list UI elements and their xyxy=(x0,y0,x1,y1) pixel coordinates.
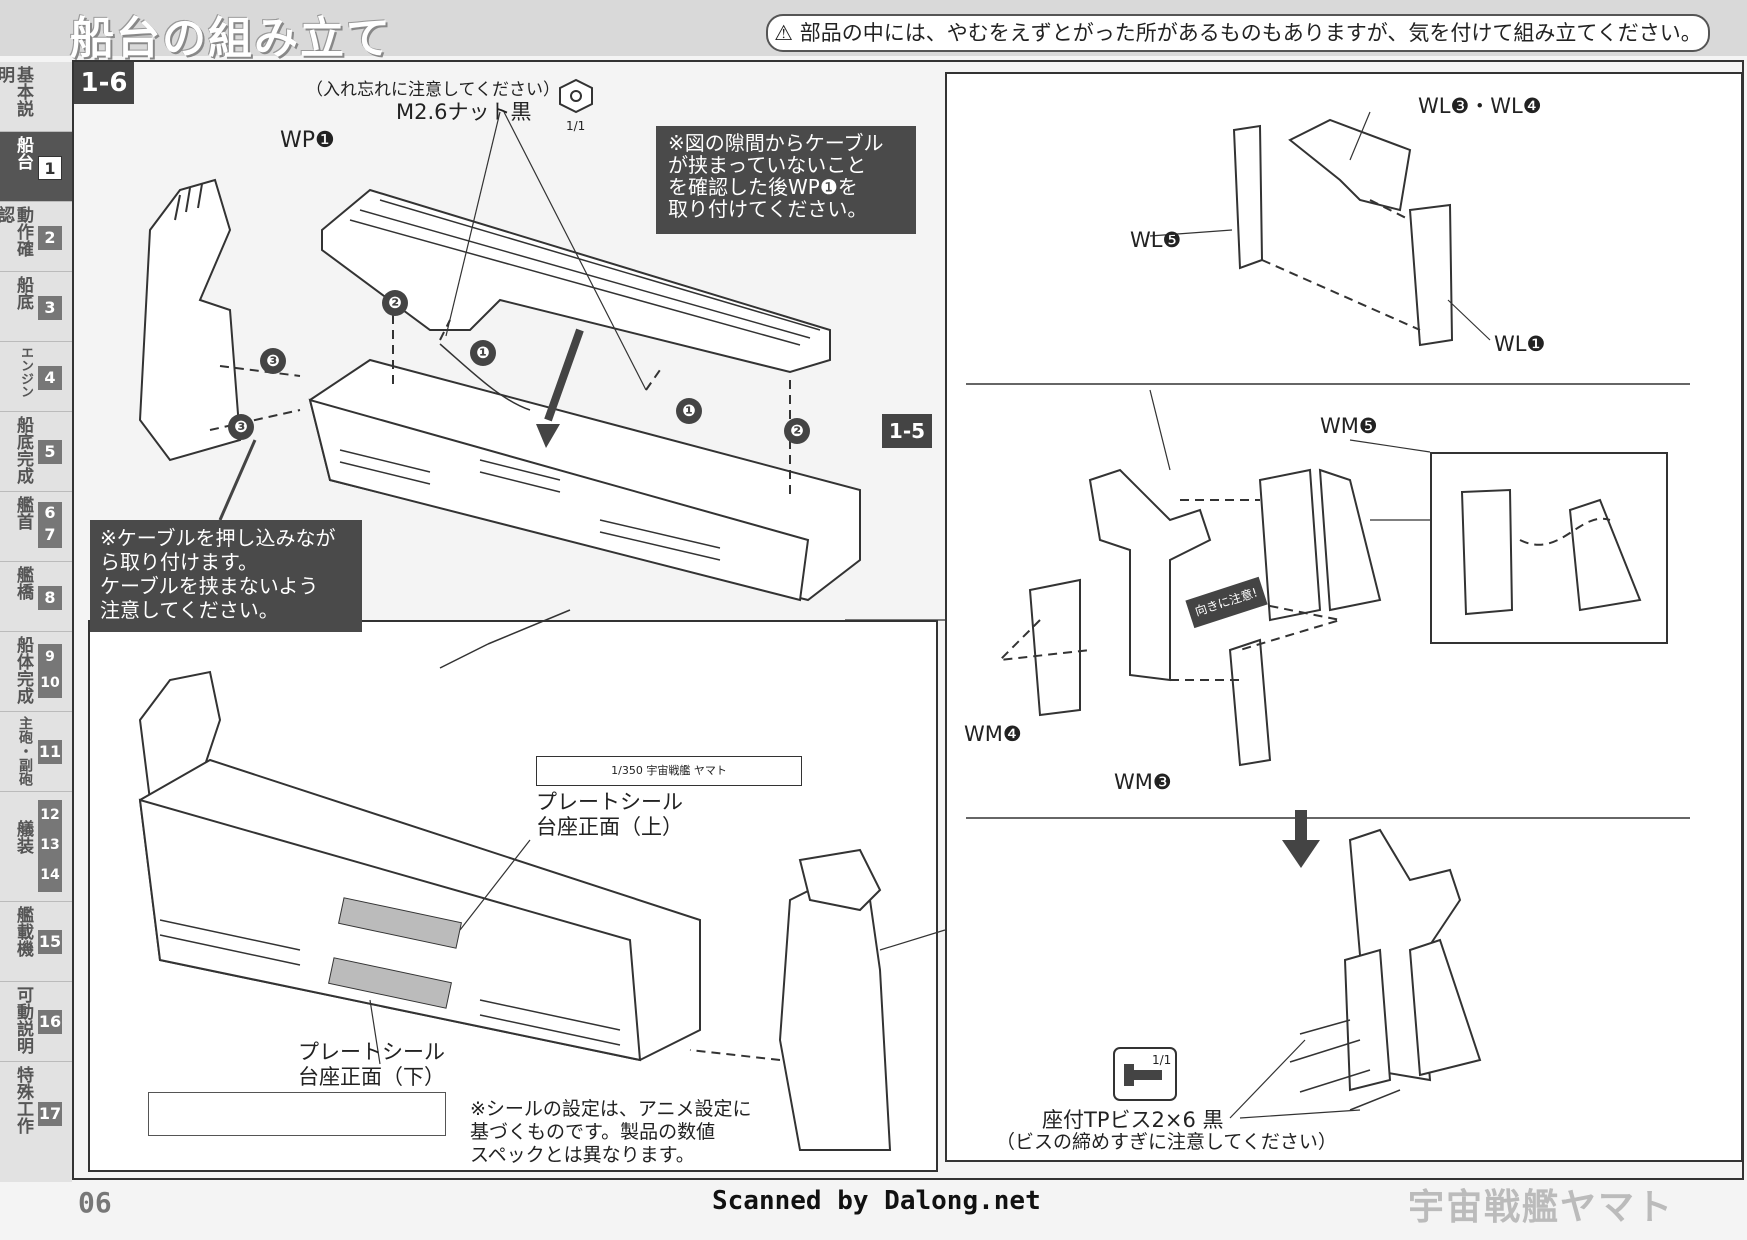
sidebar-item-number: 16 xyxy=(38,1010,62,1034)
sidebar-item-hull-bottom[interactable]: 船底 3 xyxy=(0,272,72,342)
sidebar-item-motion-check[interactable]: 動作確認 2 xyxy=(0,202,72,272)
wp-part-label: WP❶ xyxy=(280,128,335,153)
page-number: 06 xyxy=(78,1186,112,1219)
sidebar-item-number: 12 13 14 xyxy=(38,800,62,892)
step-number-tag: 1-6 xyxy=(74,62,134,104)
sidebar-item-hull-bottom-complete[interactable]: 船底完成 5 xyxy=(0,412,72,492)
sidebar-item-number: 8 xyxy=(38,586,62,610)
wl-3-4-label: WL❸・WL❹ xyxy=(1418,94,1542,118)
sidebar-item-movable[interactable]: 可動説明 16 xyxy=(0,982,72,1062)
warning-banner: ⚠ 部品の中には、やむをえずとがった所があるものもありますが、気を付けて組み立て… xyxy=(766,14,1710,52)
screw-count: 1/1 xyxy=(1152,1053,1172,1067)
nut-caution-note: （入れ忘れに注意してください） xyxy=(306,80,560,100)
step-marker-3: ❸ xyxy=(260,348,286,374)
cable-check-callout: ※図の隙間からケーブル が挟まっていないこと を確認した後WP❶を 取り付けてく… xyxy=(656,126,916,234)
sidebar-item-number: 17 xyxy=(38,1102,62,1126)
sidebar-item-number: 9 10 xyxy=(38,644,62,698)
sidebar-item-label: 船底 xyxy=(13,276,33,310)
sidebar-item-label: 艦首 xyxy=(13,496,33,530)
sidebar-item-bridge[interactable]: 艦橋 8 xyxy=(0,562,72,632)
sidebar-item-basics[interactable]: 基本説明 xyxy=(0,62,72,132)
sidebar-item-hull-complete[interactable]: 船体完成 9 10 xyxy=(0,632,72,712)
sidebar-item-number: 5 xyxy=(38,440,62,464)
spec-decal-sample xyxy=(148,1092,446,1136)
plate-decal-lower-label: プレートシール 台座正面（下） xyxy=(298,1040,445,1089)
decal-sample: 1/350 宇宙戦艦 ヤマト xyxy=(536,756,802,786)
sidebar-item-number: 6 7 xyxy=(38,502,62,548)
step-marker-3: ❸ xyxy=(228,414,254,440)
sidebar-item-label: 可動説明 xyxy=(13,986,33,1054)
sidebar-item-number: 3 xyxy=(38,296,62,320)
nut-part-name: M2.6ナット黒 xyxy=(396,100,532,124)
sidebar-item-engine[interactable]: エンジン 4 xyxy=(0,342,72,412)
wm-5-label: WM❺ xyxy=(1320,414,1378,438)
step-marker-1: ❶ xyxy=(470,340,496,366)
sidebar-item-label: 基本説明 xyxy=(0,66,33,117)
plate-decal-upper-label: プレートシール 台座正面（上） xyxy=(536,790,683,839)
sidebar-item-label: 船体完成 xyxy=(13,636,33,704)
wm-4-label: WM❹ xyxy=(964,722,1022,746)
nut-count: 1/1 xyxy=(566,119,586,133)
step-marker-1: ❶ xyxy=(676,398,702,424)
sidebar-item-number: 15 xyxy=(38,930,62,954)
sidebar-item-label: 船台 xyxy=(13,136,33,170)
product-brand: 宇宙戦艦ヤマト xyxy=(1408,1186,1675,1228)
page-title: 船台の組み立て xyxy=(70,13,392,64)
step-marker-2: ❷ xyxy=(784,418,810,444)
sidebar-item-label: 艦橋 xyxy=(13,566,33,600)
cable-push-callout: ※ケーブルを押し込みなが ら取り付けます。 ケーブルを挟まないよう 注意してくだ… xyxy=(90,520,362,632)
reference-step-tag: 1-5 xyxy=(882,414,932,448)
sidebar-item-number: 2 xyxy=(38,226,62,250)
sidebar: 基本説明 船台 1 動作確認 2 船底 3 エンジン 4 船底完成 5 艦首 6… xyxy=(0,62,72,1182)
instruction-frame xyxy=(72,60,1744,1180)
sidebar-item-carrier-craft[interactable]: 艦載機 15 xyxy=(0,902,72,982)
scan-credit: Scanned by Dalong.net xyxy=(712,1186,1041,1216)
decal-note: ※シールの設定は、アニメ設定に 基づくものです。製品の数値 スペックとは異なりま… xyxy=(470,1098,752,1166)
sidebar-item-label: 特殊工作 xyxy=(13,1066,33,1134)
step-marker-2: ❷ xyxy=(382,290,408,316)
sidebar-item-fittings[interactable]: 艤装 12 13 14 xyxy=(0,792,72,902)
sidebar-item-number: 4 xyxy=(38,366,62,390)
sidebar-item-main-guns[interactable]: 主砲・副砲 11 xyxy=(0,712,72,792)
sidebar-item-label: 船底完成 xyxy=(13,416,33,484)
screw-part-name: 座付TPビス2×6 黒 xyxy=(1042,1108,1224,1132)
wl-1-label: WL❶ xyxy=(1494,332,1546,356)
screw-caution-note: （ビスの締めすぎに注意してください） xyxy=(996,1131,1337,1153)
sidebar-item-label: 艤装 xyxy=(13,820,33,854)
sidebar-item-bow[interactable]: 艦首 6 7 xyxy=(0,492,72,562)
wm-3-label: WM❸ xyxy=(1114,770,1172,794)
sidebar-item-label: 艦載機 xyxy=(13,906,33,957)
sidebar-item-special[interactable]: 特殊工作 17 xyxy=(0,1062,72,1172)
sidebar-item-label: 主砲・副砲 xyxy=(17,716,33,786)
sidebar-item-number: 1 xyxy=(38,156,62,180)
sidebar-item-number: 11 xyxy=(38,740,62,764)
sidebar-item-stand[interactable]: 船台 1 xyxy=(0,132,72,202)
wl-5-label: WL❺ xyxy=(1130,228,1182,252)
sidebar-item-label: エンジン xyxy=(18,346,33,398)
sidebar-item-label: 動作確認 xyxy=(0,206,33,257)
